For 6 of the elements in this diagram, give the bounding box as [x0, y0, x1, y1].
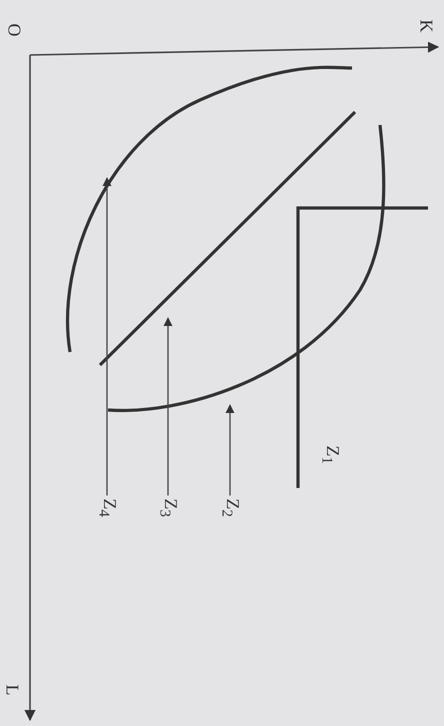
leader-arrow — [225, 404, 235, 496]
origin-label: O — [5, 24, 23, 36]
leader-arrow — [102, 177, 112, 496]
axis-label: K — [417, 20, 435, 32]
axis-label: L — [3, 684, 21, 696]
leader-arrow — [163, 317, 173, 496]
